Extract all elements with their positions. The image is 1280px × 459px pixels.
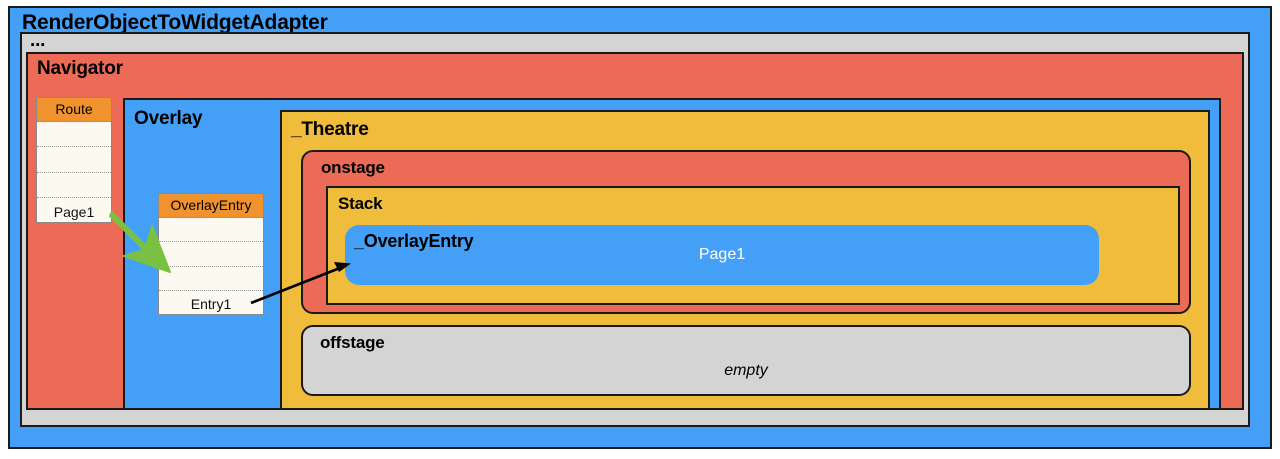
table-route-row <box>37 147 111 173</box>
stack-label: Stack <box>338 194 383 213</box>
table-route-row <box>37 173 111 198</box>
table-overlay-entry-header: OverlayEntry <box>159 194 263 218</box>
onstage-label: onstage <box>321 158 385 177</box>
offstage-value: empty <box>724 362 768 379</box>
table-overlay-entry-row <box>159 218 263 243</box>
table-route-row <box>37 122 111 148</box>
table-overlay-entry-row <box>159 267 263 291</box>
offstage-label: offstage <box>320 333 385 352</box>
overlay-entry-widget-value: Page1 <box>698 246 746 263</box>
table-overlay-entry-row <box>159 242 263 267</box>
box-offstage: offstage empty <box>301 325 1191 396</box>
table-route-row: Page1 <box>53 204 95 220</box>
adapter-label: RenderObjectToWidgetAdapter <box>22 11 328 34</box>
overlay-label: Overlay <box>134 108 203 129</box>
table-overlay-entry-row: Entry1 <box>190 296 232 312</box>
navigator-label: Navigator <box>37 58 123 79</box>
theatre-label: _Theatre <box>291 119 369 140</box>
table-overlay-entry: OverlayEntry Entry1 <box>158 193 264 315</box>
table-route-header: Route <box>37 98 111 122</box>
box-overlay-entry-widget: _OverlayEntry Page1 <box>345 225 1099 285</box>
table-route: Route Page1 <box>36 97 112 223</box>
overlay-entry-widget-label: _OverlayEntry <box>354 231 474 251</box>
ellipsis-label: ... <box>30 30 46 51</box>
